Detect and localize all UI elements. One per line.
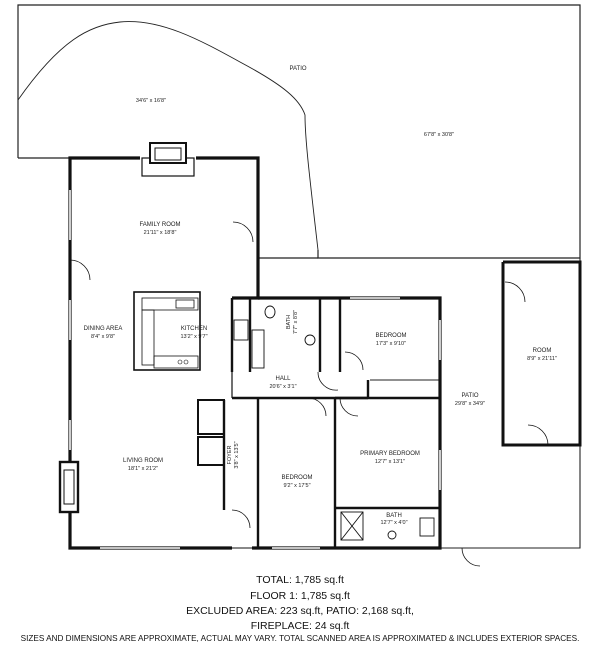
hall-label: HALL 20'6" x 3'1" xyxy=(269,376,296,390)
interior-walls xyxy=(197,298,440,548)
family-room-label: FAMILY ROOM 21'11" x 18'8" xyxy=(139,222,180,236)
kitchen-dim: 13'2" x 9'7" xyxy=(180,334,207,340)
family-room-dim: 21'11" x 18'8" xyxy=(144,230,177,236)
patio-right-name: PATIO xyxy=(461,393,478,399)
door-swings xyxy=(69,221,549,567)
kitchen-island xyxy=(133,291,201,371)
bedroom-2-name: BEDROOM xyxy=(281,475,312,481)
bath-fixtures xyxy=(233,305,435,541)
bedroom-1-label: BEDROOM 17'3" x 9'10" xyxy=(375,333,406,347)
primary-bedroom-name: PRIMARY BEDROOM xyxy=(360,451,420,457)
primary-bedroom-label: PRIMARY BEDROOM 12'7" x 13'1" xyxy=(360,451,420,465)
kitchen-label: KITCHEN 13'2" x 9'7" xyxy=(180,326,207,340)
foyer-label: FOYER 3'8" x 13'5" xyxy=(227,441,240,468)
hall-name: HALL xyxy=(275,376,291,382)
windows xyxy=(69,190,441,549)
total-area: TOTAL: 1,785 sq.ft xyxy=(256,574,344,586)
bedroom-2-dim: 9'2" x 17'5" xyxy=(283,483,310,489)
exterior-walls xyxy=(68,156,442,550)
bath-1-name: BATH xyxy=(286,315,292,329)
patio-outline xyxy=(17,4,581,259)
foyer-dim: 3'8" x 13'5" xyxy=(234,441,240,468)
bedroom-2-label: BEDROOM 9'2" x 17'5" xyxy=(281,475,312,489)
bath-2-name: BATH xyxy=(386,513,402,519)
foyer-name: FOYER xyxy=(227,446,233,465)
primary-bedroom-dim: 12'7" x 13'1" xyxy=(375,459,405,465)
patio-top-label: PATIO 34'6" x 16'8" 67'8" x 30'8" xyxy=(136,66,454,138)
bath-2-dim: 12'7" x 4'0" xyxy=(380,520,407,526)
bedroom-1-dim: 17'3" x 9'10" xyxy=(376,341,406,347)
bath-1-dim: 7'7" x 8'8" xyxy=(293,310,299,334)
excluded-area: EXCLUDED AREA: 223 sq.ft, PATIO: 2,168 s… xyxy=(186,605,414,617)
fireplace-left xyxy=(58,460,80,514)
dining-area-label: DINING AREA 8'4" x 9'8" xyxy=(84,326,123,340)
room-name: ROOM xyxy=(533,348,552,354)
fireplace-top xyxy=(141,142,195,177)
patio-top-dim-left: 34'6" x 16'8" xyxy=(136,98,166,104)
patio-top-dim-right: 67'8" x 30'8" xyxy=(424,132,454,138)
room-label: ROOM 8'9" x 21'11" xyxy=(527,348,557,362)
patio-top-name: PATIO xyxy=(289,66,306,72)
floor-1-area: FLOOR 1: 1,785 sq.ft xyxy=(250,590,350,602)
family-room-name: FAMILY ROOM xyxy=(139,222,180,228)
bedroom-1-name: BEDROOM xyxy=(375,333,406,339)
fireplace-area: FIREPLACE: 24 sq.ft xyxy=(250,620,350,632)
living-room-label: LIVING ROOM 18'1" x 21'2" xyxy=(123,458,163,472)
living-room-dim: 18'1" x 21'2" xyxy=(128,466,158,472)
room-dim: 8'9" x 21'11" xyxy=(527,356,557,362)
bath-2-label: BATH 12'7" x 4'0" xyxy=(380,513,407,526)
dining-area-dim: 8'4" x 9'8" xyxy=(91,334,115,340)
bath-1-label: BATH 7'7" x 8'8" xyxy=(286,310,299,334)
kitchen-name: KITCHEN xyxy=(181,326,207,332)
patio-right-label: PATIO 29'8" x 34'9" xyxy=(455,393,485,407)
room-walls xyxy=(501,260,582,447)
living-room-name: LIVING ROOM xyxy=(123,458,163,464)
hall-dim: 20'6" x 3'1" xyxy=(269,384,296,390)
disclaimer: SIZES AND DIMENSIONS ARE APPROXIMATE, AC… xyxy=(20,634,580,643)
patio-right-dim: 29'8" x 34'9" xyxy=(455,401,485,407)
dining-area-name: DINING AREA xyxy=(84,326,123,332)
